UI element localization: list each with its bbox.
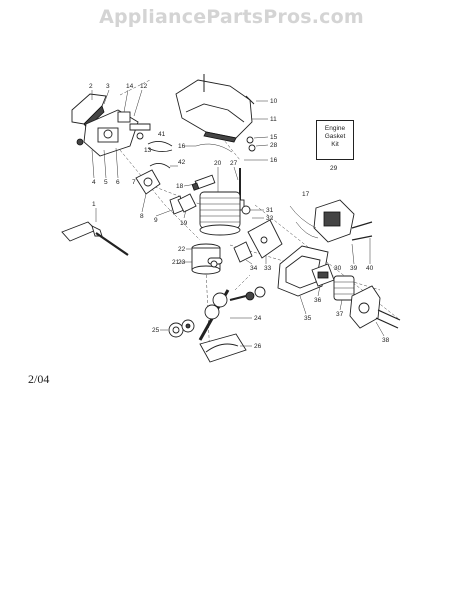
callout-9: 9 bbox=[154, 217, 158, 224]
callout-19: 19 bbox=[180, 220, 188, 227]
callout-31: 31 bbox=[266, 207, 274, 214]
part-ignition-coil bbox=[289, 199, 355, 243]
callout-5: 5 bbox=[104, 179, 108, 186]
part-muffler bbox=[277, 245, 329, 297]
callout-32: 32 bbox=[266, 215, 274, 222]
part-plug-wrench bbox=[61, 221, 129, 256]
callout-33: 33 bbox=[264, 265, 272, 272]
callout-18: 18 bbox=[176, 183, 184, 190]
callout-4: 4 bbox=[92, 179, 96, 186]
part-bearings bbox=[168, 319, 195, 338]
engine-gasket-kit-box: Engine Gasket Kit bbox=[316, 120, 354, 160]
part-cylinder bbox=[199, 191, 251, 236]
callout-3: 3 bbox=[106, 83, 110, 90]
callout-2: 2 bbox=[89, 83, 93, 90]
callout-37: 37 bbox=[336, 311, 344, 318]
part-spring bbox=[333, 275, 355, 301]
callout-7: 7 bbox=[132, 179, 136, 186]
kit-line-2: Gasket bbox=[324, 133, 346, 140]
callout-17: 17 bbox=[302, 191, 310, 198]
callout-41: 41 bbox=[158, 131, 166, 138]
callout-labels: 1 2 3 4 5 6 7 8 9 10 11 12 13 14 15 16 1… bbox=[89, 83, 390, 350]
part-intake-adapter bbox=[135, 169, 161, 195]
callout-27: 27 bbox=[230, 160, 238, 167]
callout-11: 11 bbox=[270, 116, 277, 123]
part-end-plate bbox=[349, 285, 401, 329]
callout-34: 34 bbox=[250, 265, 258, 272]
callout-6: 6 bbox=[116, 179, 120, 186]
kit-callout-number: 29 bbox=[330, 165, 338, 172]
part-crankshaft bbox=[198, 286, 266, 341]
part-carburetor bbox=[76, 109, 151, 157]
part-piston bbox=[191, 243, 223, 275]
callout-13: 13 bbox=[144, 147, 152, 154]
callout-23: 23 bbox=[178, 259, 186, 266]
callout-15: 15 bbox=[270, 134, 278, 141]
part-crankcase bbox=[199, 333, 247, 363]
callout-40: 40 bbox=[366, 265, 374, 272]
callout-30: 30 bbox=[334, 265, 342, 272]
callout-35: 35 bbox=[304, 315, 312, 322]
part-clips bbox=[147, 141, 173, 169]
part-spark-plug bbox=[191, 174, 216, 191]
callout-42: 42 bbox=[178, 159, 186, 166]
part-cylinder-shroud bbox=[175, 74, 255, 143]
site-watermark: AppliancePartsPros.com bbox=[99, 6, 364, 28]
part-muffler-gasket bbox=[177, 193, 197, 213]
part-muffler-shield bbox=[233, 219, 283, 263]
callout-26: 26 bbox=[254, 343, 262, 350]
part-bolts bbox=[246, 136, 256, 152]
callout-39: 39 bbox=[350, 265, 358, 272]
callout-16-top: 16 bbox=[178, 143, 186, 150]
part-wire bbox=[195, 143, 233, 153]
callout-8: 8 bbox=[140, 213, 144, 220]
callout-12: 12 bbox=[140, 83, 148, 90]
kit-line-1: Engine bbox=[324, 125, 346, 132]
callout-14: 14 bbox=[126, 83, 134, 90]
callout-21: 21 bbox=[172, 259, 180, 266]
callout-1: 1 bbox=[92, 201, 96, 208]
callout-36: 36 bbox=[314, 297, 322, 304]
revision-date: 2/04 bbox=[28, 372, 50, 386]
callout-10: 10 bbox=[270, 98, 278, 105]
callout-24: 24 bbox=[254, 315, 262, 322]
callout-20: 20 bbox=[214, 160, 222, 167]
callout-28: 28 bbox=[270, 142, 278, 149]
callout-22: 22 bbox=[178, 246, 186, 253]
callout-25: 25 bbox=[152, 327, 160, 334]
callout-38: 38 bbox=[382, 337, 390, 344]
part-screws bbox=[351, 221, 373, 241]
kit-line-3: Kit bbox=[331, 141, 339, 148]
callout-16-right: 16 bbox=[270, 157, 278, 164]
